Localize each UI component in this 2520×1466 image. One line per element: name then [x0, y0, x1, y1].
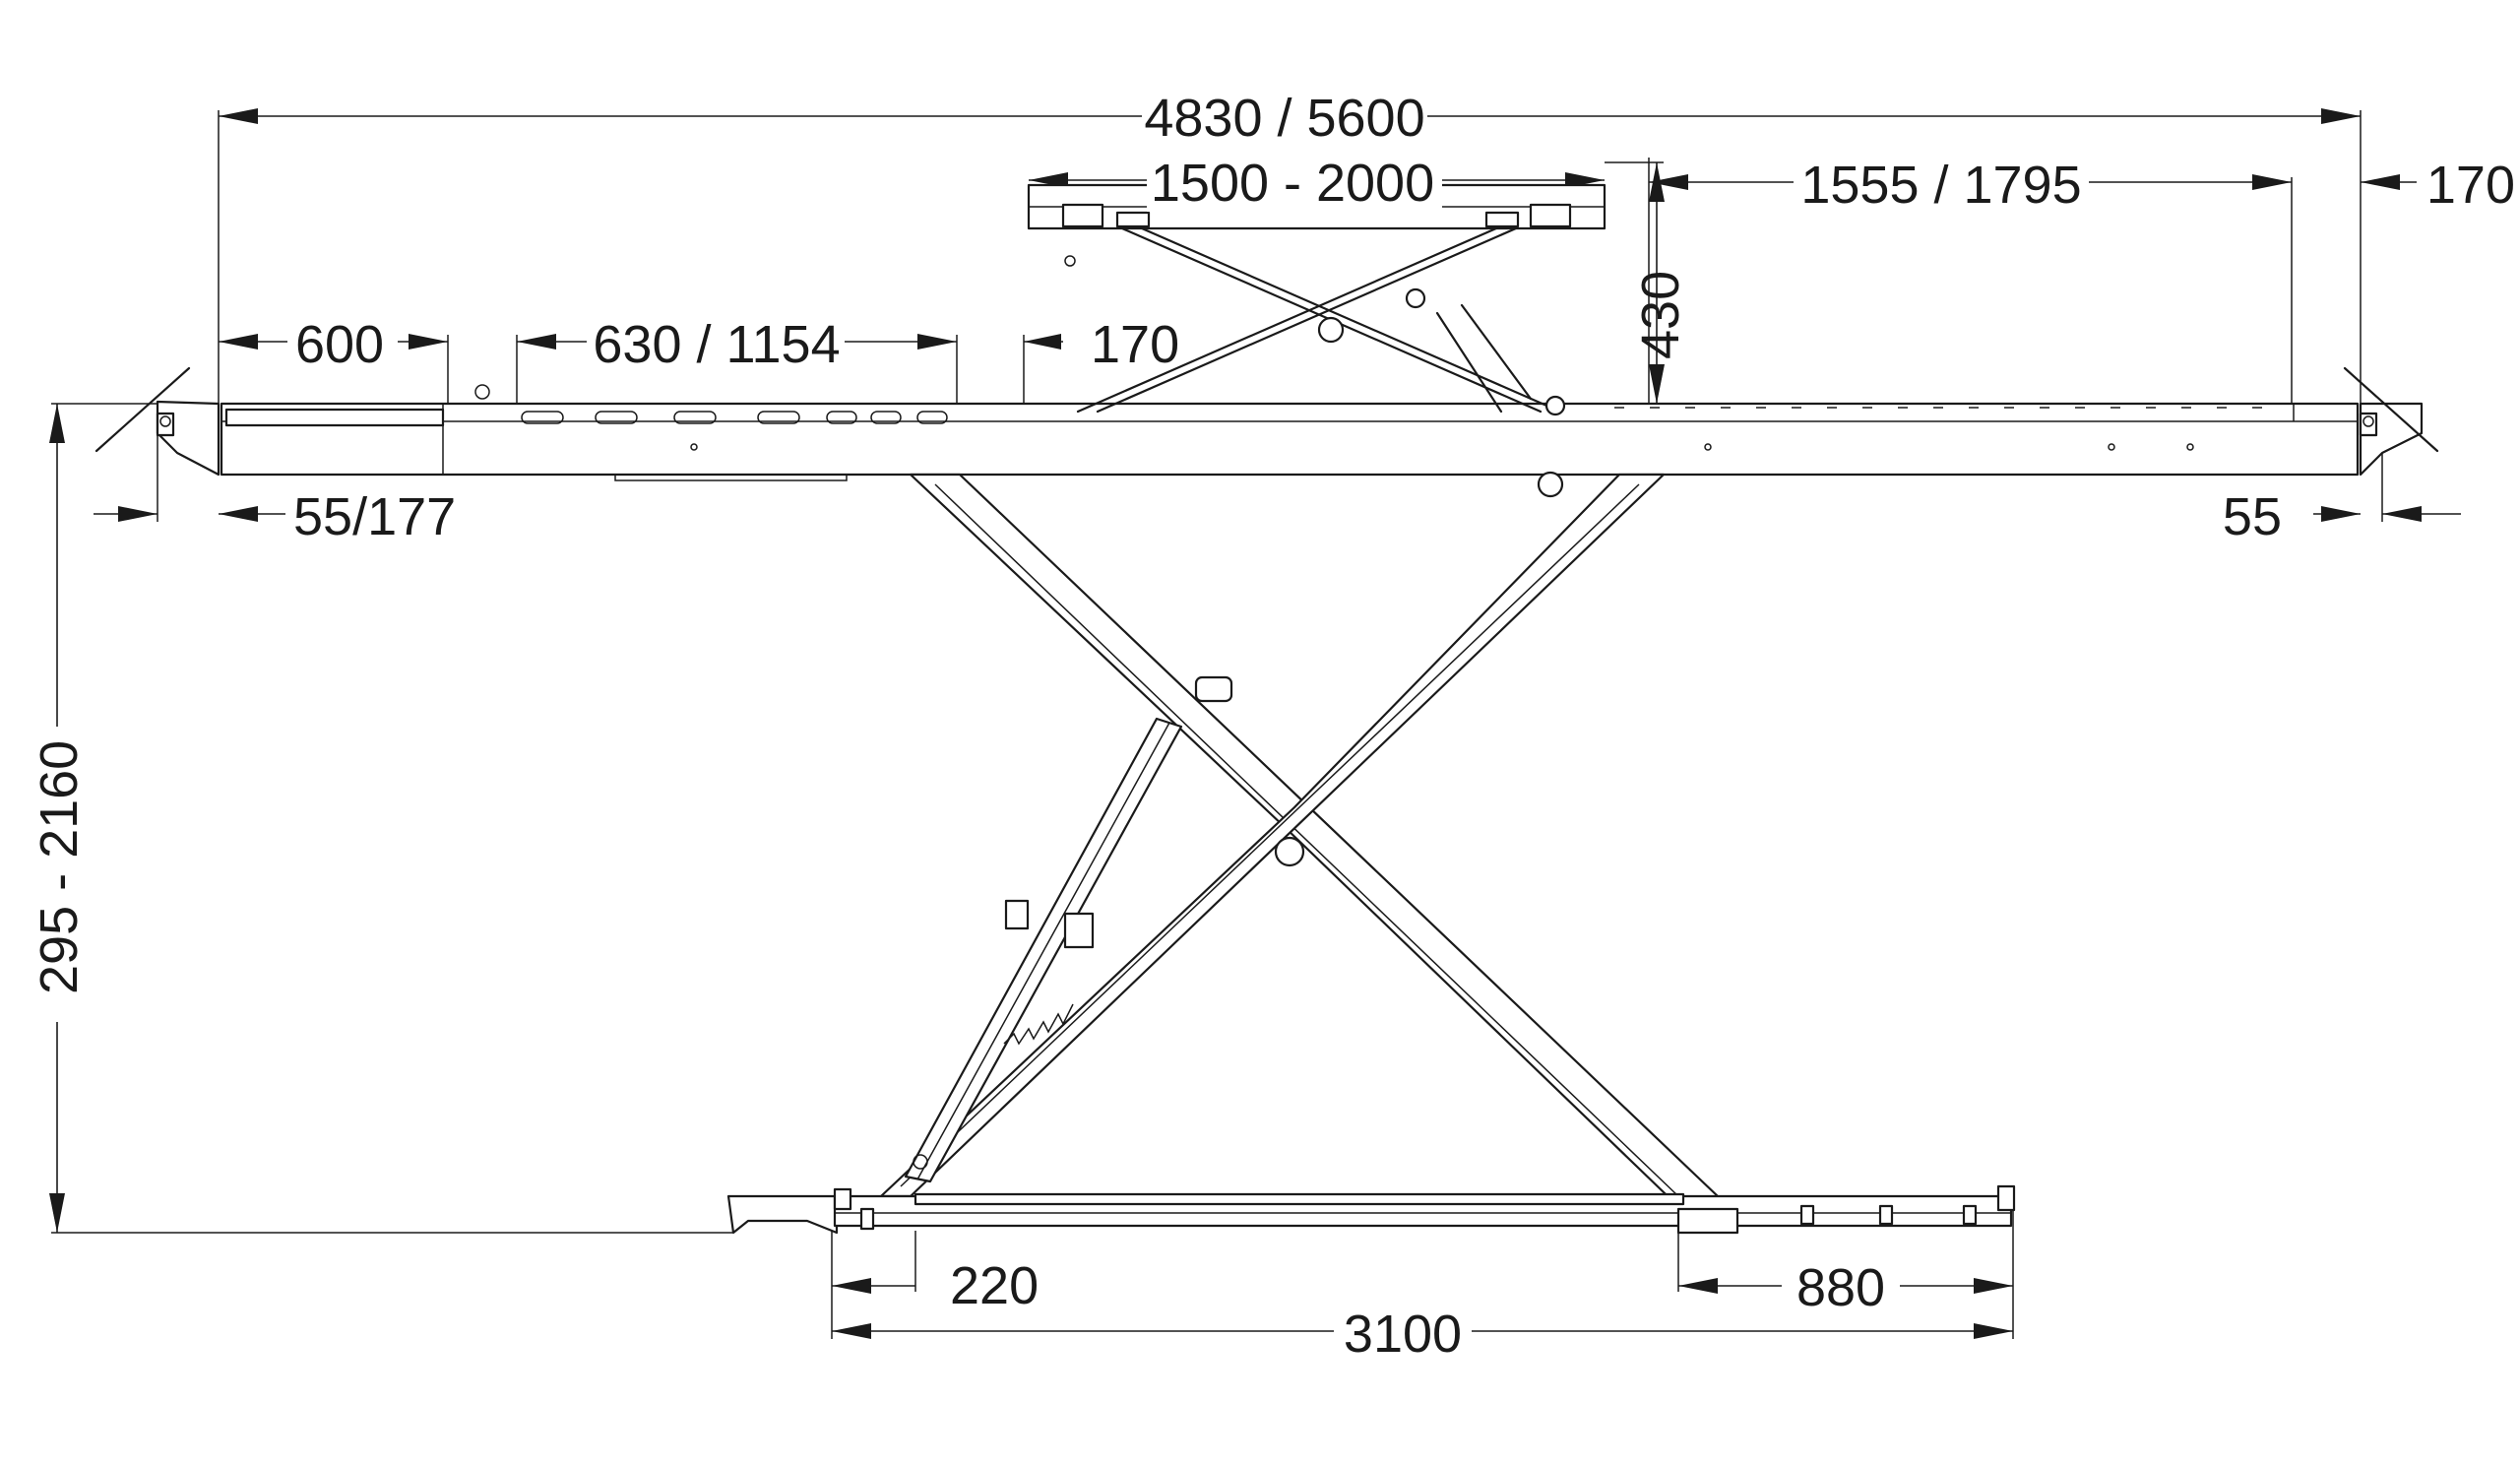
label-wheel-plate-span: 1500 - 2000	[1151, 154, 1434, 213]
adjustment-slots	[521, 411, 948, 424]
label-left-extension: 600	[295, 315, 384, 374]
label-base-right: 880	[1796, 1258, 1885, 1317]
label-left-ramp: 55/177	[293, 487, 456, 546]
label-base-length: 3100	[1344, 1305, 1462, 1364]
right-ramp-hinge	[2343, 366, 2439, 477]
label-base-offset: 220	[950, 1256, 1039, 1315]
label-right-ramp-end: 170	[2426, 156, 2515, 215]
main-platform	[220, 384, 2360, 481]
label-slot-range: 630 / 1154	[593, 315, 840, 374]
left-ramp-hinge	[94, 366, 220, 477]
label-jack-height: 430	[1631, 271, 1690, 359]
label-overall-length: 4830 / 5600	[1144, 89, 1424, 148]
dimension-lines	[49, 108, 2461, 1339]
label-right-extension: 1555 / 1795	[1800, 156, 2081, 215]
label-right-ramp: 55	[2223, 487, 2282, 546]
label-lift-height: 295 - 2160	[30, 740, 89, 994]
base-frame	[726, 1184, 2016, 1235]
dimension-labels: 4830 / 5600 1500 - 2000 1555 / 1795 170 …	[30, 87, 2515, 1364]
label-slot-offset: 170	[1091, 315, 1179, 374]
main-scissor	[879, 473, 1720, 1218]
